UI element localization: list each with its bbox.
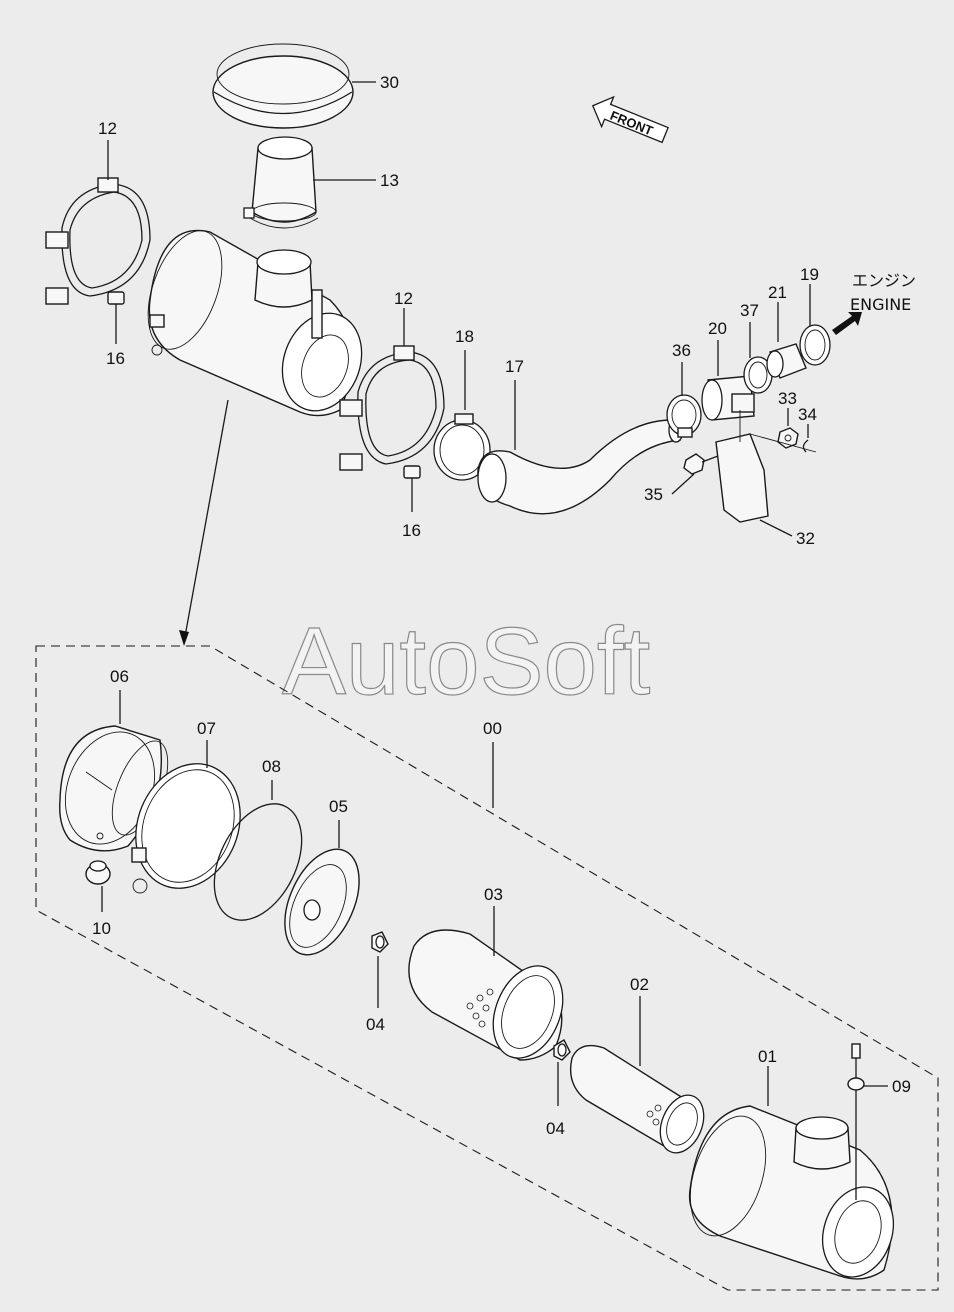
bracket-part-32[interactable] bbox=[715, 410, 817, 523]
callout-16-right: 16 bbox=[402, 521, 421, 540]
front-direction-arrow-icon bbox=[591, 95, 669, 144]
callout-12-left: 12 bbox=[98, 119, 117, 138]
callout-04-right: 04 bbox=[546, 1119, 565, 1138]
sleeve-part-21[interactable] bbox=[766, 343, 807, 379]
nut-part-33[interactable] bbox=[777, 427, 799, 449]
callout-00: 00 bbox=[483, 719, 502, 738]
callout-34: 34 bbox=[798, 405, 817, 424]
callout-19: 19 bbox=[800, 265, 819, 284]
callout-18: 18 bbox=[455, 327, 474, 346]
engine-label-jp: エンジン bbox=[852, 271, 916, 290]
valve-part-10[interactable] bbox=[85, 860, 111, 885]
callout-09: 09 bbox=[892, 1077, 911, 1096]
engine-direction-arrow-icon bbox=[832, 312, 862, 335]
callout-20: 20 bbox=[708, 319, 727, 338]
callout-08: 08 bbox=[262, 757, 281, 776]
callout-36: 36 bbox=[672, 341, 691, 360]
callout-02: 02 bbox=[630, 975, 649, 994]
inlet-pipe-part-13[interactable] bbox=[243, 136, 319, 229]
bolt-part-16-left[interactable] bbox=[107, 291, 125, 322]
bolt-part-16-right[interactable] bbox=[403, 465, 421, 496]
callout-33: 33 bbox=[778, 389, 797, 408]
callout-16-left: 16 bbox=[106, 349, 125, 368]
callout-32: 32 bbox=[796, 529, 815, 548]
washer-part-34[interactable] bbox=[802, 439, 809, 453]
hose-clamp-part-19[interactable] bbox=[799, 324, 831, 366]
callout-13: 13 bbox=[380, 171, 399, 190]
rain-cap-part-30[interactable] bbox=[212, 43, 354, 129]
engine-label-en: ENGINE bbox=[850, 295, 911, 314]
wing-nut-part-04-left[interactable] bbox=[371, 931, 389, 953]
callout-30: 30 bbox=[380, 73, 399, 92]
indicator-part-09[interactable] bbox=[847, 1043, 865, 1200]
callout-37: 37 bbox=[740, 301, 759, 320]
clamp-band-part-07[interactable] bbox=[118, 748, 259, 904]
callout-17: 17 bbox=[505, 357, 524, 376]
sub-assembly-outline bbox=[35, 645, 939, 1291]
callout-06: 06 bbox=[110, 667, 129, 686]
watermark: AutoSoft bbox=[282, 608, 650, 715]
hose-clamp-part-36[interactable] bbox=[666, 394, 702, 438]
mounting-band-part-12-left[interactable] bbox=[45, 177, 151, 305]
callout-03: 03 bbox=[484, 885, 503, 904]
callout-12-right: 12 bbox=[394, 289, 413, 308]
bolt-part-35[interactable] bbox=[683, 453, 719, 475]
callout-05: 05 bbox=[329, 797, 348, 816]
baffle-part-05[interactable] bbox=[270, 838, 374, 966]
callout-04-left: 04 bbox=[366, 1015, 385, 1034]
air-cleaner-body[interactable] bbox=[134, 221, 375, 422]
hose-clamp-part-18[interactable] bbox=[433, 413, 491, 481]
callout-10: 10 bbox=[92, 919, 111, 938]
callout-01: 01 bbox=[758, 1047, 777, 1066]
callout-07: 07 bbox=[197, 719, 216, 738]
adapter-part-20[interactable] bbox=[701, 375, 755, 421]
inner-element-part-02[interactable] bbox=[569, 1044, 712, 1160]
wing-nut-part-04-right[interactable] bbox=[553, 1039, 571, 1061]
callout-35: 35 bbox=[644, 485, 663, 504]
callout-21: 21 bbox=[768, 283, 787, 302]
housing-part-01[interactable] bbox=[677, 1105, 905, 1286]
o-ring-part-08[interactable] bbox=[197, 790, 320, 935]
outer-element-part-03[interactable] bbox=[408, 929, 576, 1068]
